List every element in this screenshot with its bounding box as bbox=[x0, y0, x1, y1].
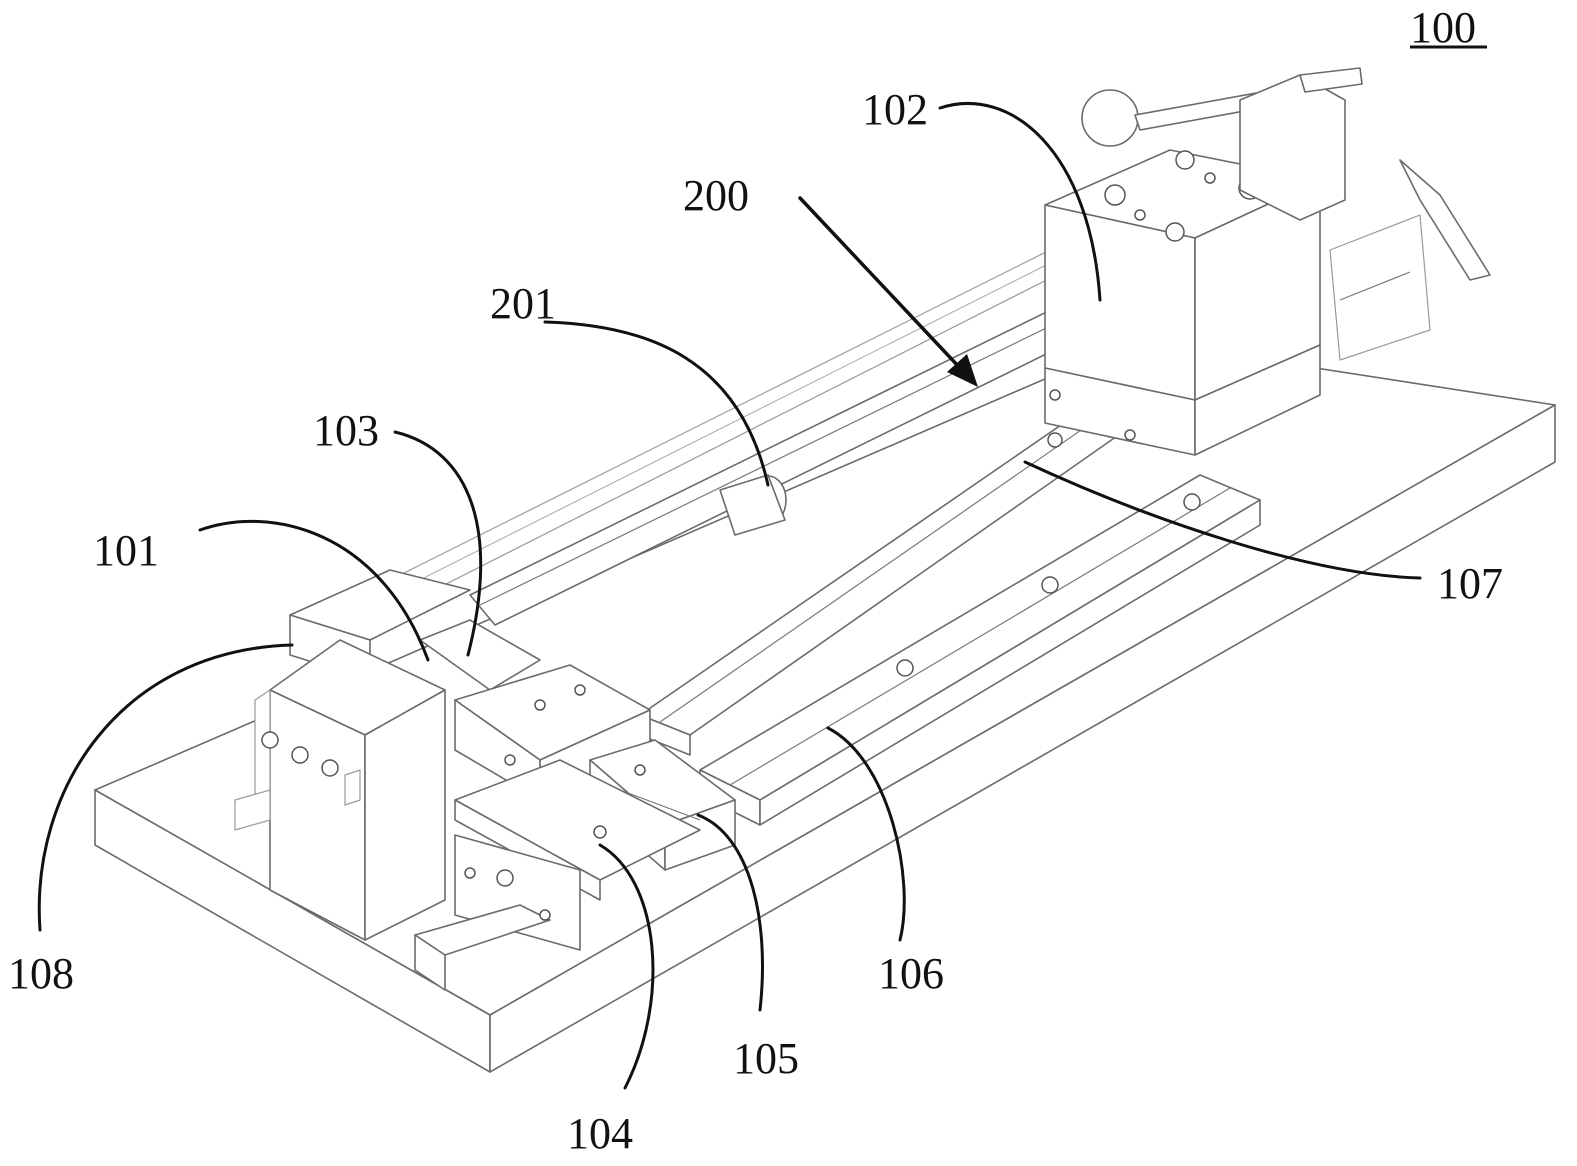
label-101: 101 bbox=[93, 526, 159, 575]
leader-103 bbox=[393, 430, 483, 657]
label-107: 107 bbox=[1437, 559, 1503, 608]
label-104: 104 bbox=[567, 1109, 633, 1158]
clamp-handle bbox=[1081, 67, 1491, 361]
label-108: 108 bbox=[8, 949, 74, 998]
arrow-200 bbox=[798, 196, 978, 387]
leader-106 bbox=[826, 726, 906, 942]
slider-block-101 bbox=[289, 569, 651, 801]
label-102: 102 bbox=[862, 85, 928, 134]
reference-labels: 100 102 200 201 103 101 107 108 106 105 … bbox=[8, 3, 1503, 1158]
label-103: 103 bbox=[313, 406, 379, 455]
leader-104 bbox=[598, 843, 655, 1090]
leader-107 bbox=[1023, 460, 1422, 580]
leader-101 bbox=[198, 519, 430, 662]
guide-rail-106 bbox=[699, 474, 1261, 826]
leader-108 bbox=[37, 643, 294, 932]
leader-102 bbox=[938, 102, 1102, 302]
leader-201 bbox=[543, 320, 770, 487]
lower-rail bbox=[414, 834, 581, 991]
label-200: 200 bbox=[683, 171, 749, 220]
label-105: 105 bbox=[733, 1034, 799, 1083]
leader-105 bbox=[696, 813, 764, 1012]
label-106: 106 bbox=[878, 949, 944, 998]
figure-number: 100 bbox=[1410, 3, 1476, 52]
support-block-108 bbox=[234, 639, 446, 941]
label-201: 201 bbox=[490, 279, 556, 328]
leader-lines bbox=[37, 102, 1422, 1090]
